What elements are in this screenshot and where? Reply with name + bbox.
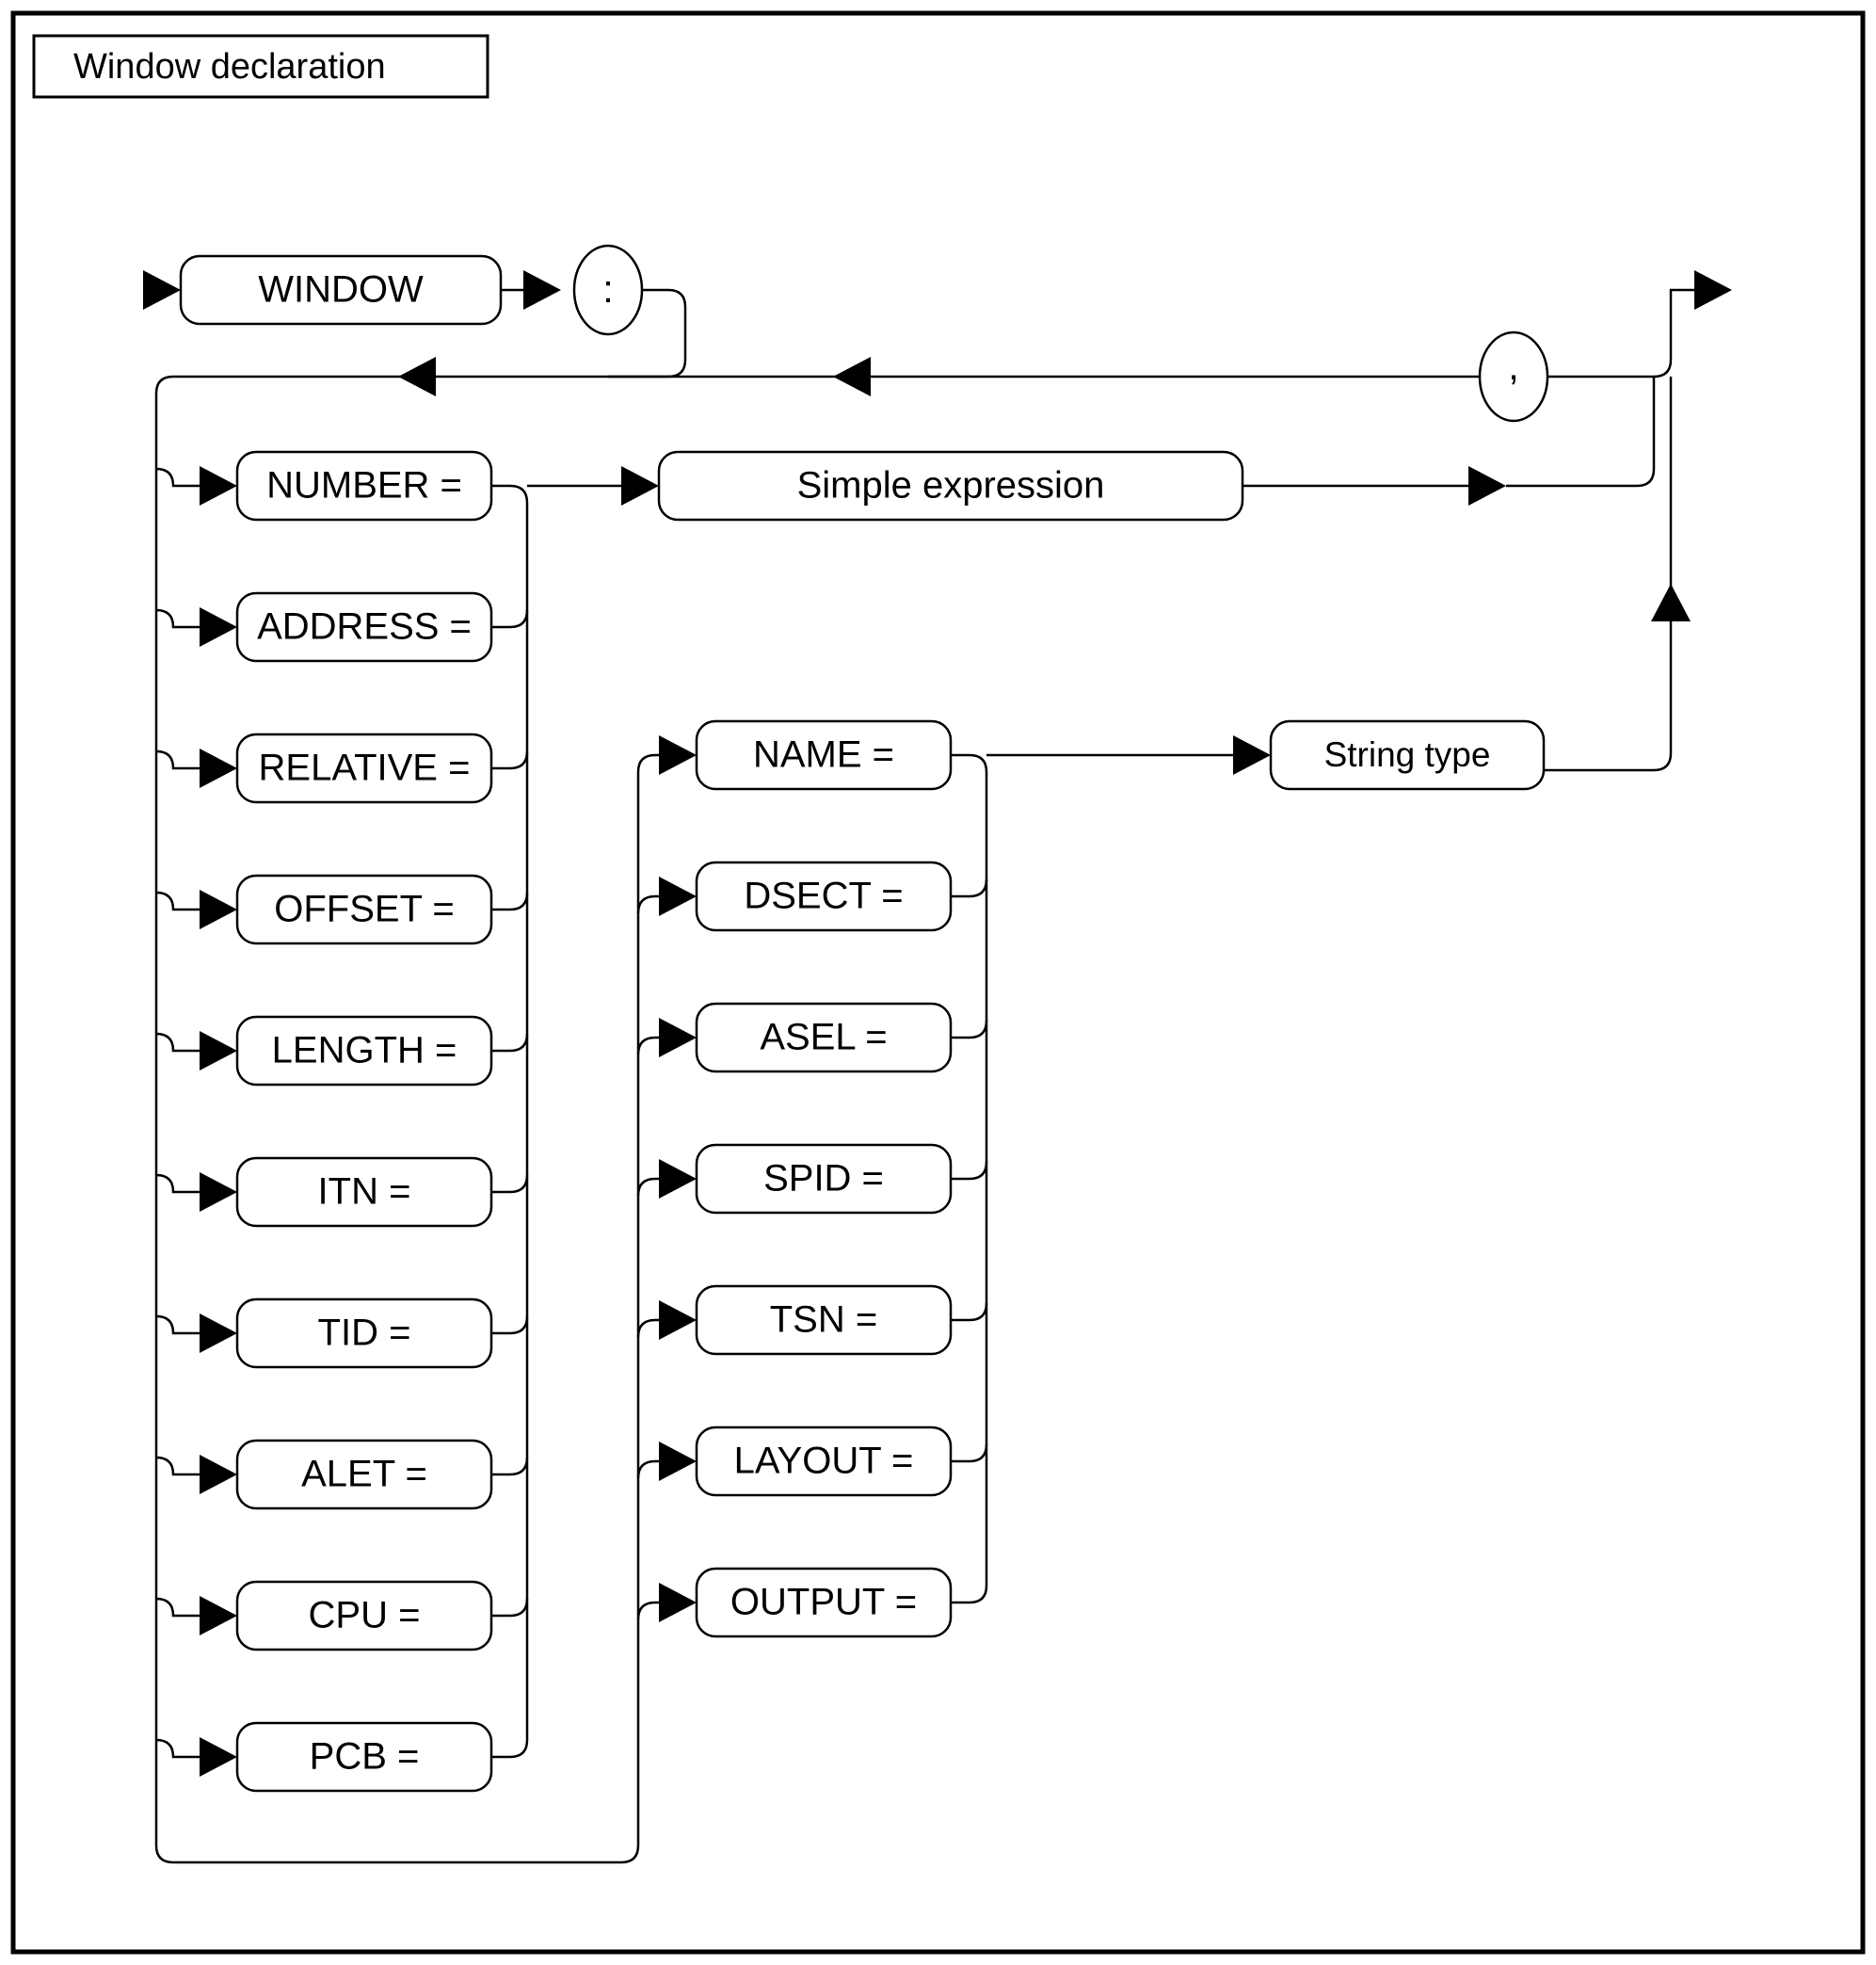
arrow-in-cpu-icon — [200, 1596, 237, 1635]
arrow-in-asel-icon — [659, 1018, 697, 1057]
node-dsect-label: DSECT = — [744, 876, 903, 917]
arrow-to-colon-icon — [523, 270, 561, 310]
node-number-label: NUMBER = — [266, 465, 462, 507]
bus-arrow-left-2-icon — [833, 357, 871, 396]
bus-arrow-left-1-icon — [398, 357, 436, 396]
arrow-in-itn-icon — [200, 1172, 237, 1212]
arrow-to-stringtype-icon — [1233, 735, 1271, 775]
stub-out-offset — [491, 892, 529, 911]
node-string-type-label: String type — [1324, 735, 1491, 774]
stub-out-address — [491, 609, 529, 629]
arrow-in-tsn-icon — [659, 1300, 697, 1340]
stub-out-spid — [951, 1161, 988, 1181]
arrow-simpleexpr-out-icon — [1468, 466, 1506, 506]
stub-out-dsect — [951, 878, 988, 898]
node-layout-label: LAYOUT = — [734, 1441, 914, 1482]
node-itn-label: ITN = — [318, 1171, 411, 1213]
stub-out-length — [491, 1033, 529, 1053]
stub-in-offset — [155, 891, 200, 911]
node-comma-label: , — [1508, 344, 1519, 388]
stub-out-asel — [951, 1020, 988, 1039]
entry-arrow-icon — [143, 270, 181, 310]
arrow-in-relative-icon — [200, 749, 237, 788]
node-output-label: OUTPUT = — [730, 1582, 917, 1623]
node-simple-expression-label: Simple expression — [797, 465, 1105, 507]
rail-left-collector-spine — [491, 484, 529, 1759]
node-window-label: WINDOW — [258, 269, 424, 311]
node-relative-label: RELATIVE = — [259, 748, 471, 789]
stub-in-itn — [155, 1173, 200, 1194]
arrow-in-spid-icon — [659, 1159, 697, 1199]
arrow-in-number-icon — [200, 466, 237, 506]
title-box — [32, 34, 489, 99]
node-spid-label: SPID = — [763, 1158, 884, 1200]
stub-out-cpu — [491, 1598, 529, 1618]
stub-out-itn — [491, 1174, 529, 1194]
stub-in-alet — [155, 1456, 200, 1476]
stub-in-relative — [155, 749, 200, 770]
stub-in-name-corner — [636, 753, 659, 773]
stub-out-tid — [491, 1315, 529, 1335]
exit-arrow-icon — [1694, 270, 1732, 310]
line-stringtype-to-right-rail — [1544, 621, 1673, 772]
stub-in-tsn — [636, 1318, 659, 1338]
node-tsn-label: TSN = — [770, 1299, 877, 1341]
arrow-to-simpleexpr-icon — [621, 466, 659, 506]
stub-in-dsect — [636, 894, 659, 914]
stub-in-pcb — [155, 1738, 200, 1759]
stub-in-layout — [636, 1459, 659, 1479]
stub-out-tsn — [951, 1302, 988, 1322]
node-tid-label: TID = — [318, 1313, 411, 1354]
arrow-in-name-icon — [659, 735, 697, 775]
node-colon-label: : — [602, 266, 614, 311]
stub-in-cpu — [155, 1597, 200, 1618]
arrow-in-length-icon — [200, 1031, 237, 1071]
arrow-in-layout-icon — [659, 1442, 697, 1481]
stub-in-output — [636, 1601, 659, 1620]
arrow-in-alet-icon — [200, 1455, 237, 1494]
node-cpu-label: CPU = — [309, 1595, 421, 1636]
node-comma-separator — [1478, 330, 1549, 423]
node-offset-label: OFFSET = — [274, 889, 455, 930]
stub-in-spid — [636, 1177, 659, 1197]
node-address-label: ADDRESS = — [257, 606, 472, 648]
line-simpleexpr-to-right-rail — [1506, 377, 1656, 488]
stub-in-number — [155, 467, 200, 488]
node-asel-label: ASEL = — [760, 1017, 887, 1058]
diagram-outer-frame — [10, 10, 1866, 1955]
node-pcb-label: PCB = — [310, 1736, 420, 1778]
arrow-in-pcb-icon — [200, 1737, 237, 1777]
rail-left-column-spine — [154, 375, 640, 1864]
page-title: Window declaration — [73, 47, 386, 87]
node-alet-label: ALET = — [301, 1454, 427, 1495]
stub-out-alet — [491, 1457, 529, 1476]
arrow-in-dsect-icon — [659, 877, 697, 916]
line-bus-to-exit — [1653, 288, 1694, 379]
arrow-in-offset-icon — [200, 890, 237, 929]
stub-in-address — [155, 608, 200, 629]
arrow-in-address-icon — [200, 607, 237, 647]
stub-in-tid — [155, 1314, 200, 1335]
stub-in-asel — [636, 1036, 659, 1055]
rail-right-up-arrow-icon — [1651, 584, 1691, 621]
node-name-label: NAME = — [753, 734, 894, 776]
stub-out-layout — [951, 1443, 988, 1463]
arrow-in-tid-icon — [200, 1313, 237, 1353]
stub-out-relative — [491, 750, 529, 770]
node-length-label: LENGTH = — [272, 1030, 457, 1071]
stub-in-length — [155, 1032, 200, 1053]
rail-middle-collector-spine — [951, 753, 988, 1604]
arrow-in-output-icon — [659, 1583, 697, 1622]
node-string-type — [1269, 719, 1546, 791]
